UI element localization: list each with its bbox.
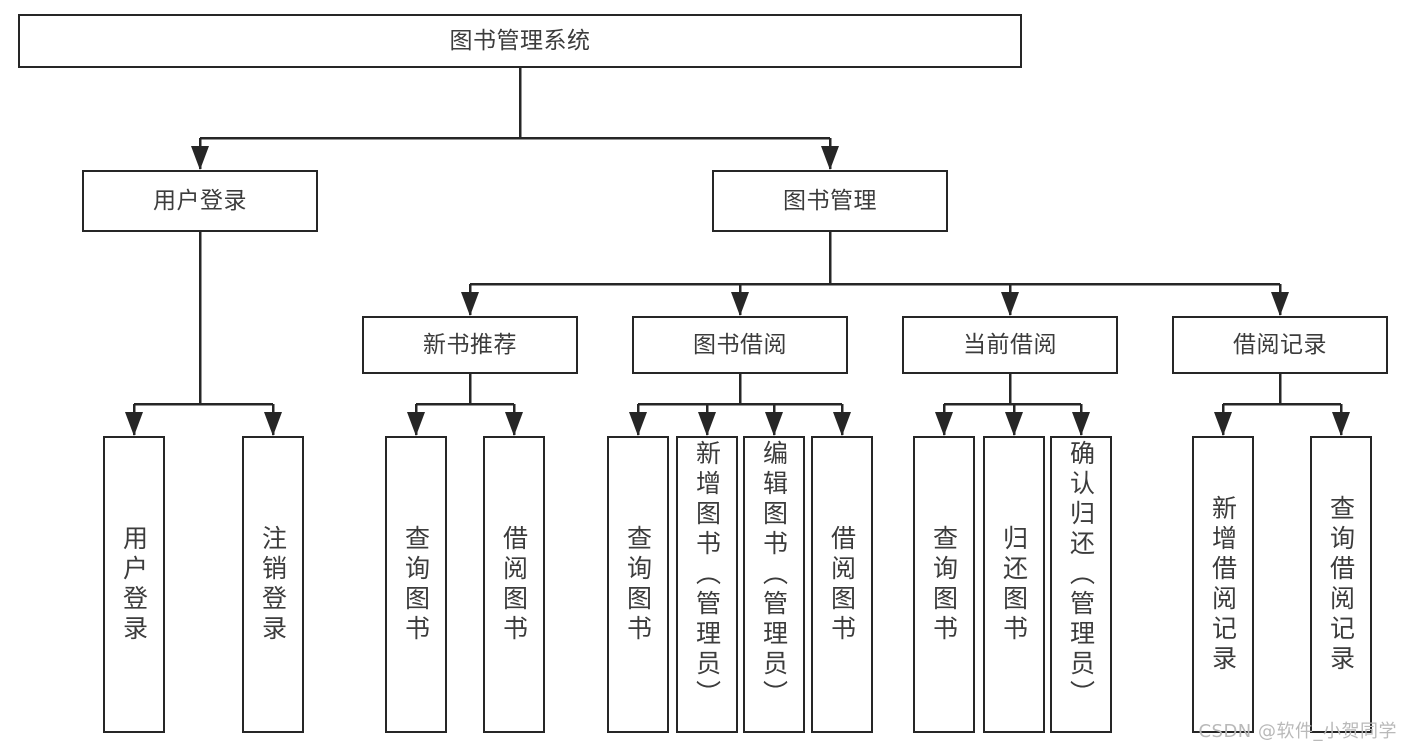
node-label: 图书借阅	[693, 331, 787, 358]
node-current-borrow[interactable]: 当前借阅	[902, 316, 1118, 374]
node-label: 用户登录	[119, 524, 149, 645]
node-label: 新增借阅记录	[1208, 494, 1238, 675]
arrowhead-leaf-return-book	[1005, 412, 1023, 436]
node-leaf-query-book-3[interactable]: 查询图书	[913, 436, 975, 733]
node-label: 用户登录	[153, 187, 247, 214]
arrowhead-leaf-add-record	[1214, 412, 1232, 436]
node-leaf-query-record[interactable]: 查询借阅记录	[1310, 436, 1372, 733]
node-label: 图书管理	[783, 187, 877, 214]
node-book-manage[interactable]: 图书管理	[712, 170, 948, 232]
node-root[interactable]: 图书管理系统	[18, 14, 1022, 68]
arrowhead-user-login	[191, 146, 209, 170]
node-leaf-borrow-book-1[interactable]: 借阅图书	[483, 436, 545, 733]
node-label: 查询图书	[623, 524, 653, 645]
arrowhead-leaf-borrow-book-1	[505, 412, 523, 436]
node-label: 查询图书	[401, 524, 431, 645]
node-label: 当前借阅	[963, 331, 1057, 358]
arrowhead-leaf-query-book-1	[407, 412, 425, 436]
node-leaf-query-book-2[interactable]: 查询图书	[607, 436, 669, 733]
arrowhead-leaf-confirm-return	[1072, 412, 1090, 436]
node-leaf-add-record[interactable]: 新增借阅记录	[1192, 436, 1254, 733]
node-label: 归还图书	[999, 524, 1029, 645]
node-label: 借阅图书	[499, 524, 529, 645]
arrowhead-leaf-add-book	[698, 412, 716, 436]
node-label: 新增图书（管理员）	[692, 440, 722, 710]
arrowhead-leaf-user-login	[125, 412, 143, 436]
arrowhead-leaf-query-record	[1332, 412, 1350, 436]
node-label: 借阅图书	[827, 524, 857, 645]
node-new-book-rec[interactable]: 新书推荐	[362, 316, 578, 374]
node-book-borrow[interactable]: 图书借阅	[632, 316, 848, 374]
node-leaf-query-book-1[interactable]: 查询图书	[385, 436, 447, 733]
node-leaf-add-book[interactable]: 新增图书（管理员）	[676, 436, 738, 733]
watermark-label: CSDN @软件_小贺同学	[1198, 721, 1397, 742]
node-leaf-edit-book[interactable]: 编辑图书（管理员）	[743, 436, 805, 733]
node-label: 确认归还（管理员）	[1066, 440, 1096, 710]
node-leaf-borrow-book-2[interactable]: 借阅图书	[811, 436, 873, 733]
arrowhead-book-borrow	[731, 292, 749, 316]
node-leaf-user-login[interactable]: 用户登录	[103, 436, 165, 733]
node-leaf-confirm-return[interactable]: 确认归还（管理员）	[1050, 436, 1112, 733]
node-label: 注销登录	[258, 524, 288, 645]
node-label: 查询图书	[929, 524, 959, 645]
arrowhead-leaf-query-book-3	[935, 412, 953, 436]
arrowhead-leaf-query-book-2	[629, 412, 647, 436]
arrowhead-new-book-rec	[461, 292, 479, 316]
node-user-login[interactable]: 用户登录	[82, 170, 318, 232]
arrowhead-book-manage	[821, 146, 839, 170]
arrowhead-current-borrow	[1001, 292, 1019, 316]
node-borrow-record[interactable]: 借阅记录	[1172, 316, 1388, 374]
arrowhead-leaf-user-logout	[264, 412, 282, 436]
node-label: 编辑图书（管理员）	[759, 440, 789, 710]
arrowhead-borrow-record	[1271, 292, 1289, 316]
node-label: 借阅记录	[1233, 331, 1327, 358]
node-label: 查询借阅记录	[1326, 494, 1356, 675]
node-label: 图书管理系统	[449, 27, 591, 54]
arrowhead-leaf-borrow-book-2	[833, 412, 851, 436]
node-leaf-user-logout[interactable]: 注销登录	[242, 436, 304, 733]
node-label: 新书推荐	[423, 331, 517, 358]
arrowhead-leaf-edit-book	[765, 412, 783, 436]
node-leaf-return-book[interactable]: 归还图书	[983, 436, 1045, 733]
